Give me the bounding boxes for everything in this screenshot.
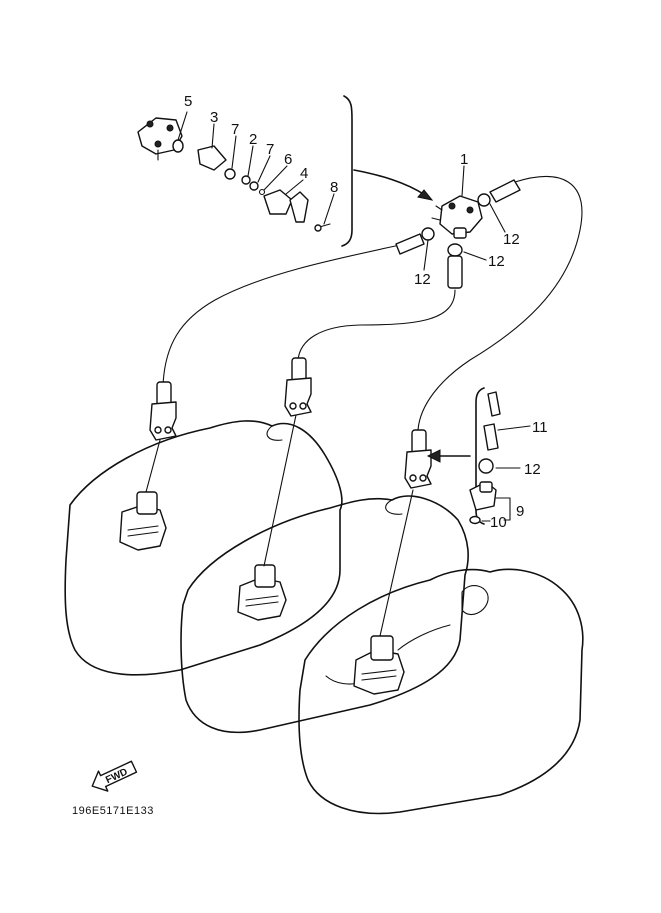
label-3: 3: [210, 109, 218, 126]
fuel-tank-right: [298, 568, 584, 815]
inset-arrow: [426, 449, 471, 463]
assembly-arrow: [353, 169, 434, 201]
part-labels: 5 3 7 2 7 6 4 8 1 12 12 12 11 12 9 10: [184, 93, 548, 531]
label-7b: 7: [266, 141, 274, 158]
label-12d: 12: [524, 461, 541, 478]
hose-connector-right: [404, 429, 432, 489]
inset-parts: [469, 391, 531, 525]
label-1: 1: [460, 151, 468, 168]
assembled-valve: [431, 195, 483, 239]
label-2: 2: [249, 131, 257, 148]
label-7a: 7: [231, 121, 239, 138]
hose-fittings-12: [421, 193, 491, 257]
label-11: 11: [532, 419, 548, 436]
fuel-tank-middle: [180, 495, 469, 734]
fwd-label: FWD: [104, 767, 129, 787]
label-12a: 12: [503, 231, 520, 248]
label-10: 10: [490, 514, 507, 531]
bracket-top: [341, 95, 353, 247]
tank-connector-left: [119, 491, 167, 551]
leader-lines-valve: [423, 165, 506, 271]
label-6: 6: [284, 151, 292, 168]
fuel-hoses: [145, 176, 583, 637]
label-12b: 12: [488, 253, 505, 270]
label-9: 9: [516, 503, 524, 520]
hose-connector-middle: [284, 357, 312, 417]
label-5: 5: [184, 93, 192, 110]
label-12c: 12: [414, 271, 431, 288]
hose-connector-left: [149, 381, 177, 441]
fwd-arrow-icon: FWD: [91, 760, 138, 792]
exploded-valve-assembly: [137, 117, 331, 232]
label-8: 8: [330, 179, 338, 196]
tank-connector-right: [353, 635, 405, 695]
fuel-tank-left: [64, 420, 343, 676]
label-4: 4: [300, 165, 308, 182]
hose-pieces: [395, 179, 521, 289]
leader-lines-top: [177, 111, 335, 225]
diagram-code: 196E5171E133: [72, 805, 154, 817]
tank-connector-middle: [237, 564, 287, 621]
